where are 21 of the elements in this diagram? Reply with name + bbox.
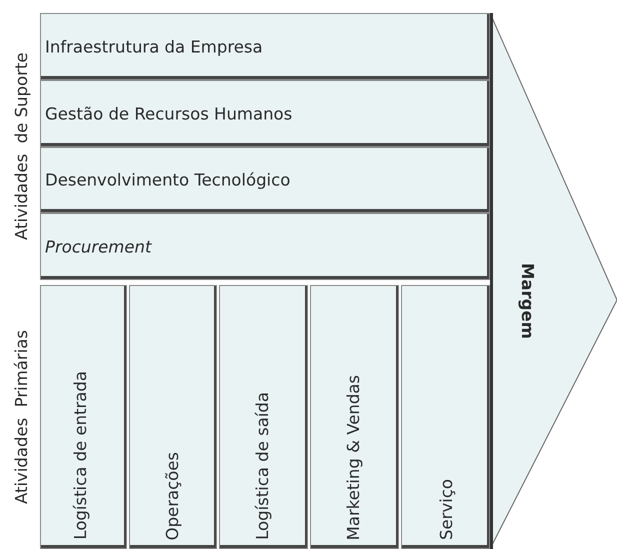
primary-activity-box	[129, 285, 217, 549]
support-activity-box	[40, 213, 490, 280]
primary-activity-box	[401, 285, 490, 549]
section-label: Atividades de Suporte	[12, 52, 31, 242]
support-activity-box	[40, 13, 490, 80]
primary-activity-box	[40, 285, 127, 549]
activity-label: Gestão de Recursos Humanos	[45, 104, 292, 123]
activity-label: Operações	[163, 452, 182, 540]
activity-label: Infraestrutura da Empresa	[45, 37, 263, 56]
margin-label: Margem	[518, 263, 537, 339]
support-activity-box	[40, 80, 490, 147]
activity-label: Marketing & Vendas	[344, 374, 363, 540]
section-label: Atividades Primárias	[12, 329, 31, 506]
activity-label: Desenvolvimento Tecnológico	[45, 170, 290, 190]
support-activity-box	[40, 147, 490, 213]
activity-label: Procurement	[45, 237, 152, 256]
activity-label: Logística de entrada	[71, 371, 90, 540]
activity-label: Logística de saída	[253, 392, 272, 540]
primary-activity-box	[310, 285, 399, 549]
activity-label: Serviço	[437, 479, 456, 540]
primary-activity-box	[219, 285, 308, 549]
